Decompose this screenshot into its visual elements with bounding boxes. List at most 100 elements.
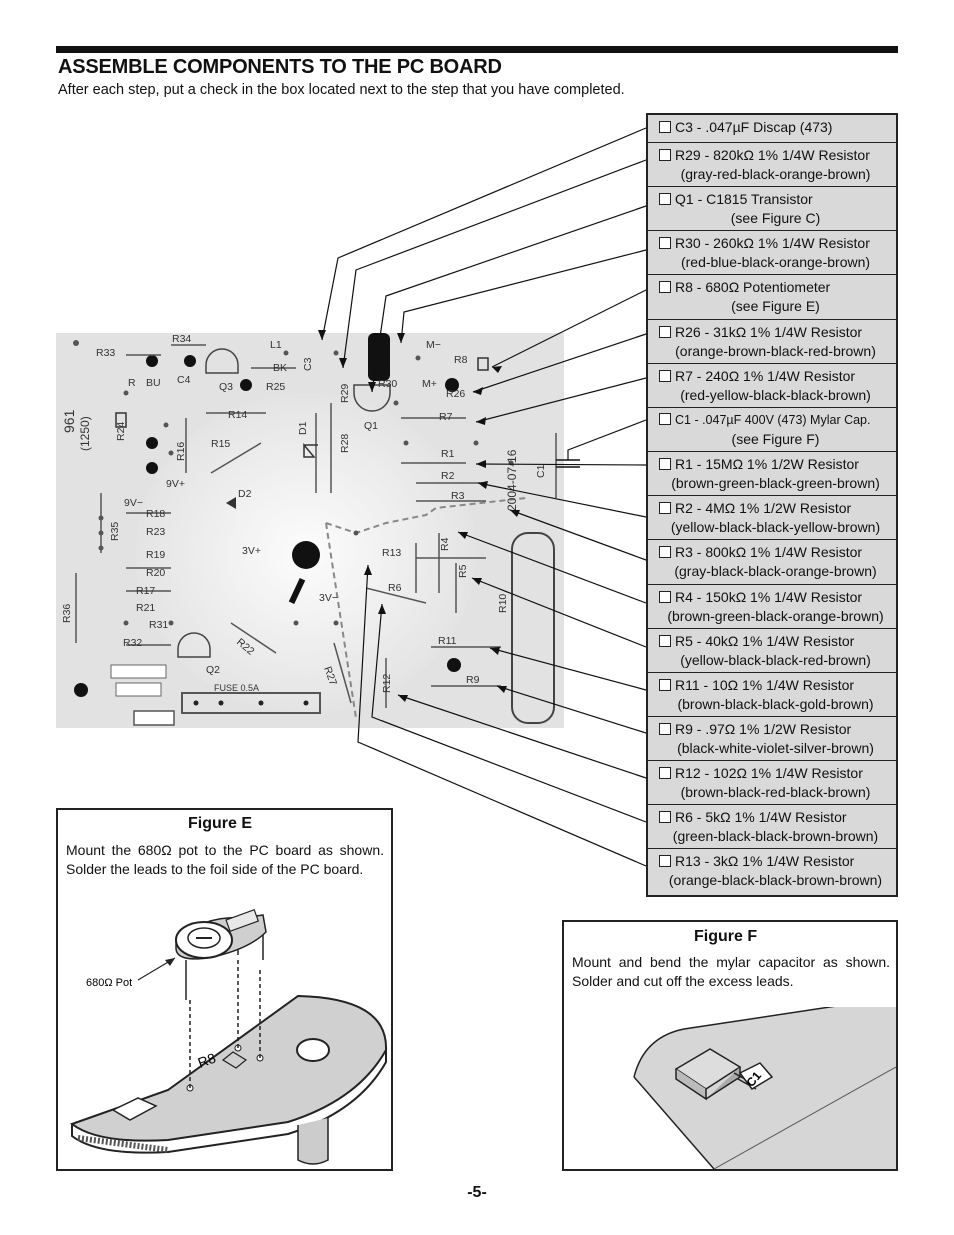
board-label: R29 [339,384,351,403]
checkbox[interactable] [659,811,671,823]
board-label: FUSE 0.5A [214,683,259,693]
checkbox[interactable] [659,121,671,133]
board-label: R26 [446,388,465,400]
board-label: R5 [457,564,469,578]
step-item[interactable]: R13 - 3kΩ 1% 1/4W Resistor (orange-black… [648,849,896,895]
board-label: R13 [382,547,401,559]
figure-f-title: Figure F [694,928,758,945]
step-item[interactable]: C3 - .047µF Discap (473) [648,115,896,143]
board-label: R32 [123,637,142,649]
checkbox[interactable] [659,413,671,425]
page-title: ASSEMBLE COMPONENTS TO THE PC BOARD [58,56,502,78]
board-label: R12 [381,674,393,693]
board-label: C3 [302,357,314,371]
figure-e-title: Figure E [188,815,253,832]
board-label: R10 [497,594,509,613]
board-label: (1250) [78,416,92,451]
board-label: BK [273,362,287,374]
step-item[interactable]: R11 - 10Ω 1% 1/4W Resistor (brown-black-… [648,673,896,717]
step-item[interactable]: R8 - 680Ω Potentiometer (see Figure E) [648,275,896,320]
board-label: BU [146,377,161,389]
board-label: 3V− [319,592,338,604]
checkbox[interactable] [659,546,671,558]
pot-callout: 680Ω Pot [86,977,132,989]
board-label: R35 [109,522,121,541]
board-label: R14 [228,409,247,421]
board-label: D1 [297,421,309,435]
step-item[interactable]: R9 - .97Ω 1% 1/2W Resistor (black-white-… [648,717,896,761]
board-label: M+ [422,378,437,390]
board-label: R9 [466,674,480,686]
step-item[interactable]: R2 - 4MΩ 1% 1/2W Resistor (yellow-black-… [648,496,896,540]
board-label: R20 [146,567,165,579]
checkbox[interactable] [659,458,671,470]
board-label: R3 [451,490,465,502]
step-item[interactable]: C1 - .047µF 400V (473) Mylar Cap. (see F… [648,408,896,452]
board-label: Q1 [364,420,378,432]
board-label: R28 [339,434,351,453]
figure-e: Figure E Mount the 680Ω pot to the PC bo… [56,808,393,1171]
board-label: R15 [211,438,230,450]
board-label: R11 [438,635,457,647]
step-item[interactable]: R29 - 820kΩ 1% 1/4W Resistor (gray-red-b… [648,143,896,187]
board-label: 3V+ [242,545,261,557]
board-label: R8 [454,354,468,366]
checkbox[interactable] [659,767,671,779]
board-label: R1 [441,448,455,460]
step-item[interactable]: R1 - 15MΩ 1% 1/2W Resistor (brown-green-… [648,452,896,496]
step-item[interactable]: R3 - 800kΩ 1% 1/4W Resistor (gray-black-… [648,540,896,585]
checkbox[interactable] [659,679,671,691]
board-label: R2 [441,470,455,482]
board-label: R24 [115,422,127,441]
figure-f-text: Mount and bend the mylar capacitor as sh… [572,954,890,989]
step-item[interactable]: R26 - 31kΩ 1% 1/4W Resistor (orange-brow… [648,320,896,364]
board-label: L1 [270,339,282,351]
checkbox[interactable] [659,723,671,735]
page-number: -5- [467,1184,487,1201]
figure-f: Figure F Mount and bend the mylar capaci… [562,920,898,1171]
board-label: 961 [61,409,77,433]
pc-board-diagram: R33 R34 C4 L1 BK R25 C3 R29 R30 M− M+ R8… [56,333,564,728]
checkbox[interactable] [659,281,671,293]
board-label: 9V− [124,497,143,509]
board-label: R19 [146,549,165,561]
figure-e-text: Mount the 680Ω pot to the PC board as sh… [66,842,384,877]
board-label: Q2 [206,664,220,676]
board-label: Q3 [219,381,233,393]
checkbox[interactable] [659,502,671,514]
board-label: R30 [378,378,397,390]
checkbox[interactable] [659,370,671,382]
checkbox[interactable] [659,237,671,249]
r8-board-label: R8 [196,1050,218,1071]
checkbox[interactable] [659,855,671,867]
checkbox[interactable] [659,149,671,161]
board-label: D2 [238,488,252,500]
board-label: R6 [388,582,402,594]
checkbox[interactable] [659,591,671,603]
board-label: R21 [136,602,155,614]
board-label: R [128,377,136,389]
board-label: 9V+ [166,478,185,490]
board-label: C4 [177,374,191,386]
checkbox[interactable] [659,635,671,647]
step-item[interactable]: R30 - 260kΩ 1% 1/4W Resistor (red-blue-b… [648,231,896,275]
step-item[interactable]: Q1 - C1815 Transistor (see Figure C) [648,187,896,231]
board-label: R31 [149,619,168,631]
step-item[interactable]: R4 - 150kΩ 1% 1/4W Resistor (brown-green… [648,585,896,629]
step-item[interactable]: R12 - 102Ω 1% 1/4W Resistor (brown-black… [648,761,896,805]
header-rule [56,46,898,53]
figure-f-illustration: C1 [633,1007,896,1169]
board-label: R36 [61,604,73,623]
board-label: R18 [146,508,165,520]
step-item[interactable]: R7 - 240Ω 1% 1/4W Resistor (red-yellow-b… [648,364,896,408]
step-item[interactable]: R6 - 5kΩ 1% 1/4W Resistor (green-black-b… [648,805,896,849]
board-label: R33 [96,347,115,359]
checkbox[interactable] [659,193,671,205]
board-label: R25 [266,381,285,393]
steps-panel: C3 - .047µF Discap (473) R29 - 820kΩ 1% … [646,113,898,897]
board-label: R16 [175,442,187,461]
board-label: R34 [172,333,191,345]
step-item[interactable]: R5 - 40kΩ 1% 1/4W Resistor (yellow-black… [648,629,896,673]
checkbox[interactable] [659,326,671,338]
